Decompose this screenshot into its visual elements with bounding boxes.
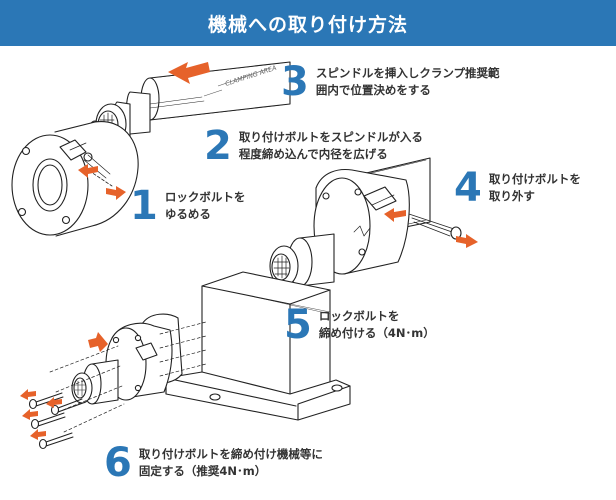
step-number: 3 — [281, 59, 309, 105]
step-4: 4 取り付けボルトを 取り外す — [454, 168, 581, 208]
step-2: 2 取り付けボルトをスピンドルが入る 程度締め込んで内径を広げる — [204, 126, 423, 166]
clamp-assembly — [49, 313, 207, 433]
arrow-icon — [78, 164, 98, 178]
arrow-icon — [168, 62, 210, 84]
illustration: CLAMPING AREA — [11, 61, 478, 450]
arrow-icon — [22, 409, 38, 420]
arrow-icon — [384, 208, 406, 222]
step-caption: 取り付けボルトをスピンドルが入る 程度締め込んで内径を広げる — [238, 130, 423, 161]
step-3: 3 スピンドルを挿入しクランプ推奨範 囲内で位置決めをする — [281, 62, 500, 102]
step-number: 1 — [130, 183, 158, 229]
step-caption: ロックボルトを 締め付ける（4N･m） — [318, 309, 435, 340]
mounted-clamp — [269, 157, 462, 287]
machine-block — [165, 271, 351, 421]
step-caption: ロックボルトを ゆるめる — [164, 190, 246, 221]
clamp-ring — [11, 121, 139, 237]
arrow-icon — [30, 429, 46, 440]
arrow-icon — [88, 332, 108, 352]
page-title: 機械への取り付け方法 — [0, 0, 616, 46]
step-number: 6 — [104, 440, 132, 486]
step-number: 4 — [454, 165, 482, 211]
step-caption: スピンドルを挿入しクランプ推奨範 囲内で位置決めをする — [315, 66, 500, 97]
step-5: 5 ロックボルトを 締め付ける（4N･m） — [284, 305, 435, 345]
step-number: 5 — [284, 302, 312, 348]
step-1: 1 ロックボルトを ゆるめる — [130, 186, 245, 226]
step-caption: 取り付けボルトを 取り外す — [488, 172, 581, 203]
arrow-icon — [20, 389, 36, 400]
step-caption: 取り付けボルトを締め付け機械等に 固定する（推奨4N･m） — [138, 447, 323, 478]
arrow-icon — [456, 234, 478, 248]
step-6: 6 取り付けボルトを締め付け機械等に 固定する（推奨4N･m） — [104, 443, 323, 483]
mounting-bolts — [28, 392, 84, 450]
arrow-icon — [46, 397, 62, 408]
step-number: 2 — [204, 123, 232, 169]
arrow-icon — [106, 186, 126, 200]
